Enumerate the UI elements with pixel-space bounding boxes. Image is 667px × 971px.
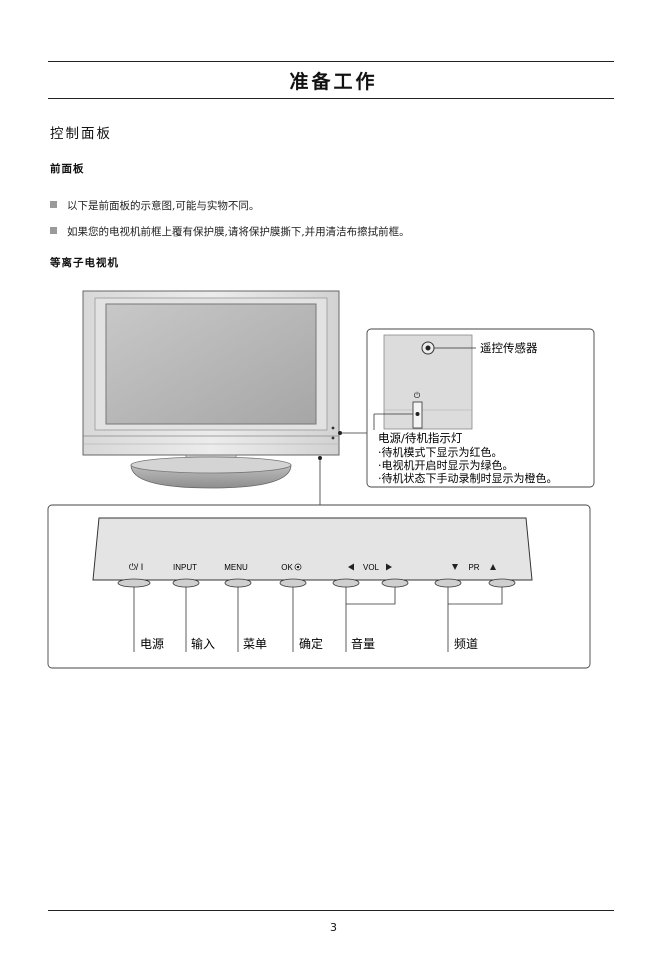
ok-button-label: OK: [281, 563, 293, 572]
header-top-rule: [48, 61, 614, 62]
pr-label: PR: [468, 563, 479, 572]
power-icon: ⏻: [414, 391, 421, 400]
tv-sensor-dot: [331, 426, 335, 430]
indicator-line-2: ·电视机开启时显示为绿色。: [378, 458, 514, 472]
control-panel-box: ⏻/ I INPUT MENU OK VOL PR: [47, 504, 591, 669]
subsection-title: 前面板: [50, 163, 85, 175]
bullet-item-2: 如果您的电视机前框上覆有保护膜,请将保护膜撕下,并用清洁布擦拭前框。: [50, 224, 410, 239]
vol-label: VOL: [363, 563, 380, 572]
remote-sensor-label: 遥控传感器: [480, 341, 538, 355]
input-button-label: INPUT: [173, 563, 197, 572]
indicator-line-3: ·待机状态下手动录制时显示为橙色。: [378, 471, 558, 485]
bullet-text: 如果您的电视机前框上覆有保护膜,请将保护膜撕下,并用清洁布擦拭前框。: [67, 226, 410, 238]
bullet-item-1: 以下是前面板的示意图,可能与实物不同。: [50, 198, 259, 213]
tv-led-dot: [331, 436, 335, 440]
page-number: 3: [330, 921, 337, 934]
pr-down-arrow-icon: [452, 564, 458, 570]
model-label: 等离子电视机: [50, 257, 119, 269]
tv-screen: [105, 303, 317, 425]
pr-down-button: [434, 578, 462, 588]
menu-button-label: MENU: [224, 563, 248, 572]
section-title: 控制面板: [50, 126, 112, 142]
menu-button: [224, 578, 252, 588]
page-title: 准备工作: [289, 71, 378, 93]
input-button: [172, 578, 200, 588]
panel-strip: [92, 517, 533, 581]
bullet-square-icon: [50, 227, 57, 234]
ok-button: [279, 578, 307, 588]
function-label-ok: 确定: [299, 636, 323, 651]
indicator-title: 电源/待机指示灯: [378, 431, 463, 445]
footer-rule: [48, 910, 614, 911]
tv-illustration: [82, 290, 340, 489]
vol-left-arrow-icon: [348, 563, 354, 571]
bullet-square-icon: [50, 201, 57, 208]
function-label-power: 电源: [140, 637, 164, 651]
power-button: [117, 578, 151, 588]
callout-box: 遥控传感器 ⏻ 电源/待机指示灯 ·待机模式下显示为红色。 ·电视机开启时显示为…: [366, 328, 595, 488]
header-bottom-rule: [48, 98, 614, 99]
function-label-volume: 音量: [351, 636, 375, 651]
power-button-label: ⏻/ I: [129, 562, 144, 572]
vol-down-button: [332, 578, 360, 588]
function-label-menu: 菜单: [243, 637, 267, 651]
bullet-text: 以下是前面板的示意图,可能与实物不同。: [67, 200, 260, 212]
indicator-line-1: ·待机模式下显示为红色。: [378, 445, 503, 459]
pr-up-arrow-icon: [490, 564, 496, 570]
vol-right-arrow-icon: [386, 563, 392, 571]
pr-up-button: [488, 578, 516, 588]
function-label-channel: 频道: [454, 637, 478, 651]
vol-up-button: [381, 578, 409, 588]
function-label-input: 输入: [191, 636, 215, 651]
